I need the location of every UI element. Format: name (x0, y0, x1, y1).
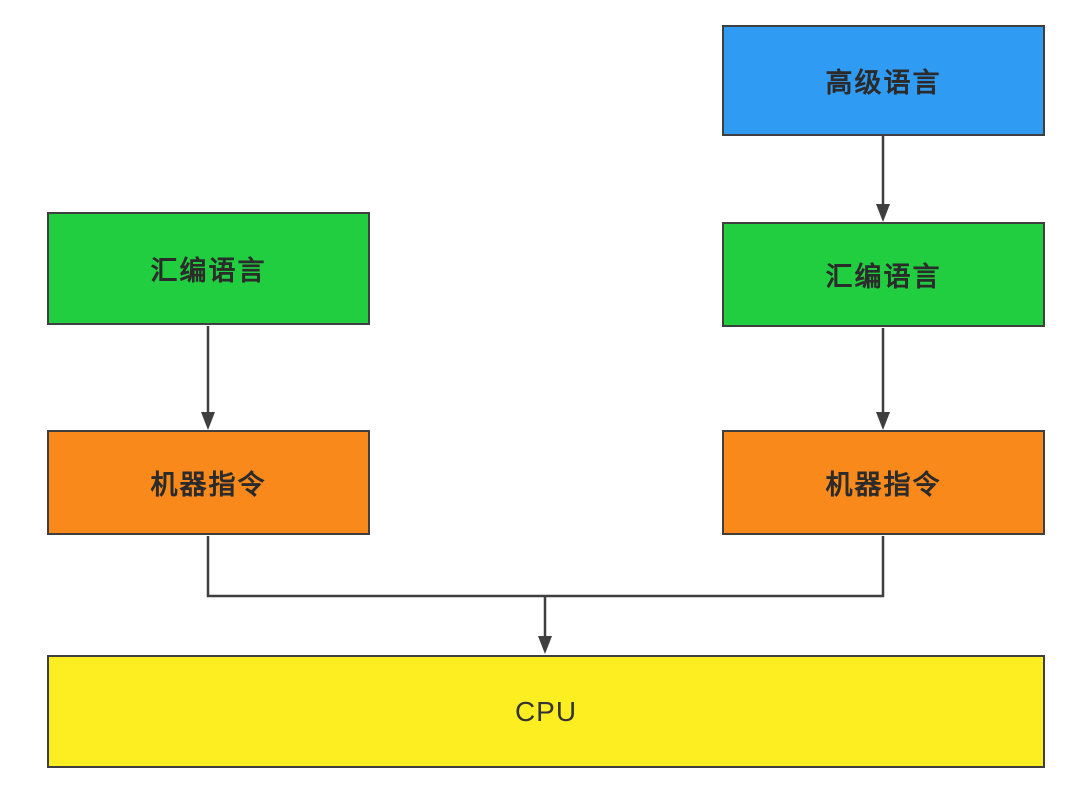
node-machine-instructions-left: 机器指令 (47, 430, 370, 535)
node-high-level-language: 高级语言 (722, 25, 1045, 136)
node-machine-instructions-right-label: 机器指令 (825, 470, 942, 500)
node-cpu-label: CPU (514, 695, 578, 727)
node-assembly-language-left: 汇编语言 (47, 212, 370, 325)
node-assembly-language-right-label: 汇编语言 (825, 262, 942, 292)
node-high-level-language-label: 高级语言 (825, 68, 942, 98)
node-assembly-language-left-label: 汇编语言 (150, 256, 267, 286)
node-cpu: CPU (47, 655, 1045, 768)
connector-merge-machine-outputs (206, 536, 885, 598)
node-machine-instructions-right: 机器指令 (722, 430, 1045, 535)
node-assembly-language-right: 汇编语言 (722, 222, 1045, 327)
node-machine-instructions-left-label: 机器指令 (150, 470, 267, 500)
